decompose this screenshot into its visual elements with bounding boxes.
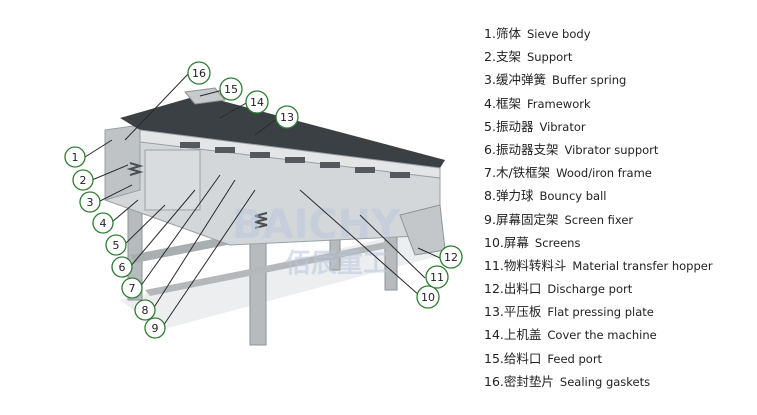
vibrating-screen-diagram: BAICHY 佰辰重工 1 2 3 4 5 6 7 8 9 10 11 12 1… bbox=[64, 61, 463, 346]
callout-12: 12 bbox=[439, 245, 463, 269]
callout-10: 10 bbox=[416, 285, 440, 309]
callout-4: 4 bbox=[92, 212, 114, 234]
svg-text:8: 8 bbox=[142, 304, 149, 317]
callouts: 1 2 3 4 5 6 7 8 9 10 11 12 13 14 15 16 bbox=[64, 61, 463, 339]
svg-text:11: 11 bbox=[430, 271, 444, 284]
callout-8: 8 bbox=[134, 299, 156, 321]
callout-13: 13 bbox=[275, 105, 299, 129]
svg-text:2: 2 bbox=[80, 174, 87, 187]
callout-6: 6 bbox=[111, 256, 133, 278]
svg-text:10: 10 bbox=[421, 291, 435, 304]
svg-text:7: 7 bbox=[129, 282, 136, 295]
callout-5: 5 bbox=[105, 234, 127, 256]
callout-15: 15 bbox=[219, 77, 243, 101]
callout-9: 9 bbox=[144, 317, 166, 339]
svg-text:1: 1 bbox=[72, 151, 79, 164]
watermark-cn: 佰辰重工 bbox=[285, 249, 389, 279]
watermark-latin: BAICHY bbox=[232, 202, 401, 248]
svg-text:13: 13 bbox=[280, 111, 294, 124]
svg-text:3: 3 bbox=[87, 196, 94, 209]
svg-text:16: 16 bbox=[192, 67, 206, 80]
svg-text:12: 12 bbox=[444, 251, 458, 264]
sieve-body bbox=[104, 87, 446, 256]
svg-text:15: 15 bbox=[224, 83, 238, 96]
callout-1: 1 bbox=[64, 146, 86, 168]
svg-text:4: 4 bbox=[100, 217, 107, 230]
callout-11: 11 bbox=[425, 265, 449, 289]
svg-text:5: 5 bbox=[113, 239, 120, 252]
svg-text:9: 9 bbox=[152, 322, 159, 335]
callout-14: 14 bbox=[245, 90, 269, 114]
callout-3: 3 bbox=[79, 191, 101, 213]
callout-7: 7 bbox=[121, 277, 143, 299]
svg-text:6: 6 bbox=[119, 261, 126, 274]
callout-2: 2 bbox=[72, 169, 94, 191]
svg-text:14: 14 bbox=[250, 96, 264, 109]
callout-16: 16 bbox=[187, 61, 211, 85]
